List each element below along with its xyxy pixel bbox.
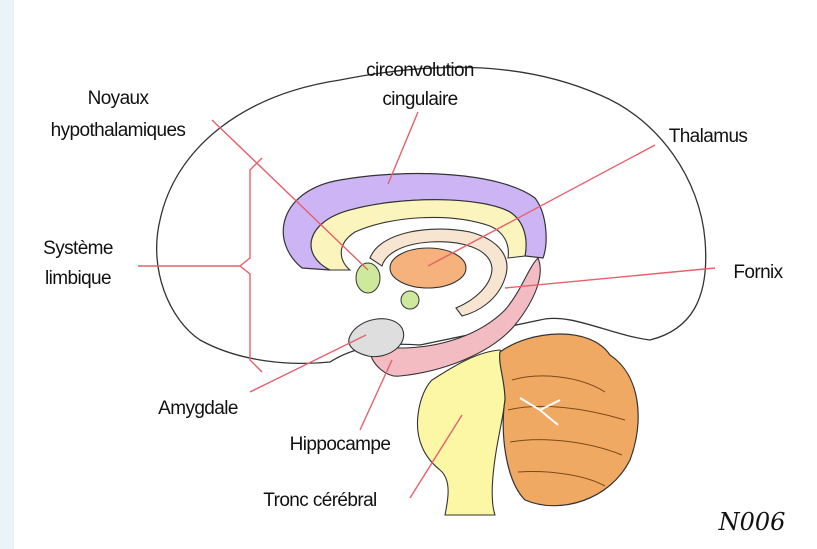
label-fornix: Fornix	[733, 262, 783, 283]
label-limbic-line2: limbique	[45, 268, 111, 289]
label-cingulate-line1: circonvolution	[366, 60, 474, 81]
left-frame-strip	[0, 0, 14, 549]
hypothalamic-nucleus-1	[356, 263, 380, 293]
label-thalamus: Thalamus	[669, 126, 748, 147]
label-hypothalamic-line2: hypothalamiques	[51, 120, 186, 141]
label-limbic-line1: Système	[43, 238, 113, 259]
leader-line-hippocampus	[360, 360, 392, 430]
hypothalamic-nucleus-2	[401, 291, 419, 309]
label-cingulate-line2: cingulaire	[382, 89, 457, 110]
brainstem	[417, 350, 506, 515]
thalamus	[390, 248, 466, 288]
label-hypothalamic-line1: Noyaux	[88, 88, 150, 109]
signature: N006	[718, 508, 786, 536]
label-brainstem: Tronc cérébral	[263, 490, 376, 511]
label-hippocampus: Hippocampe	[290, 434, 391, 455]
cerebellum	[500, 334, 639, 506]
label-amygdala: Amygdale	[158, 398, 238, 419]
